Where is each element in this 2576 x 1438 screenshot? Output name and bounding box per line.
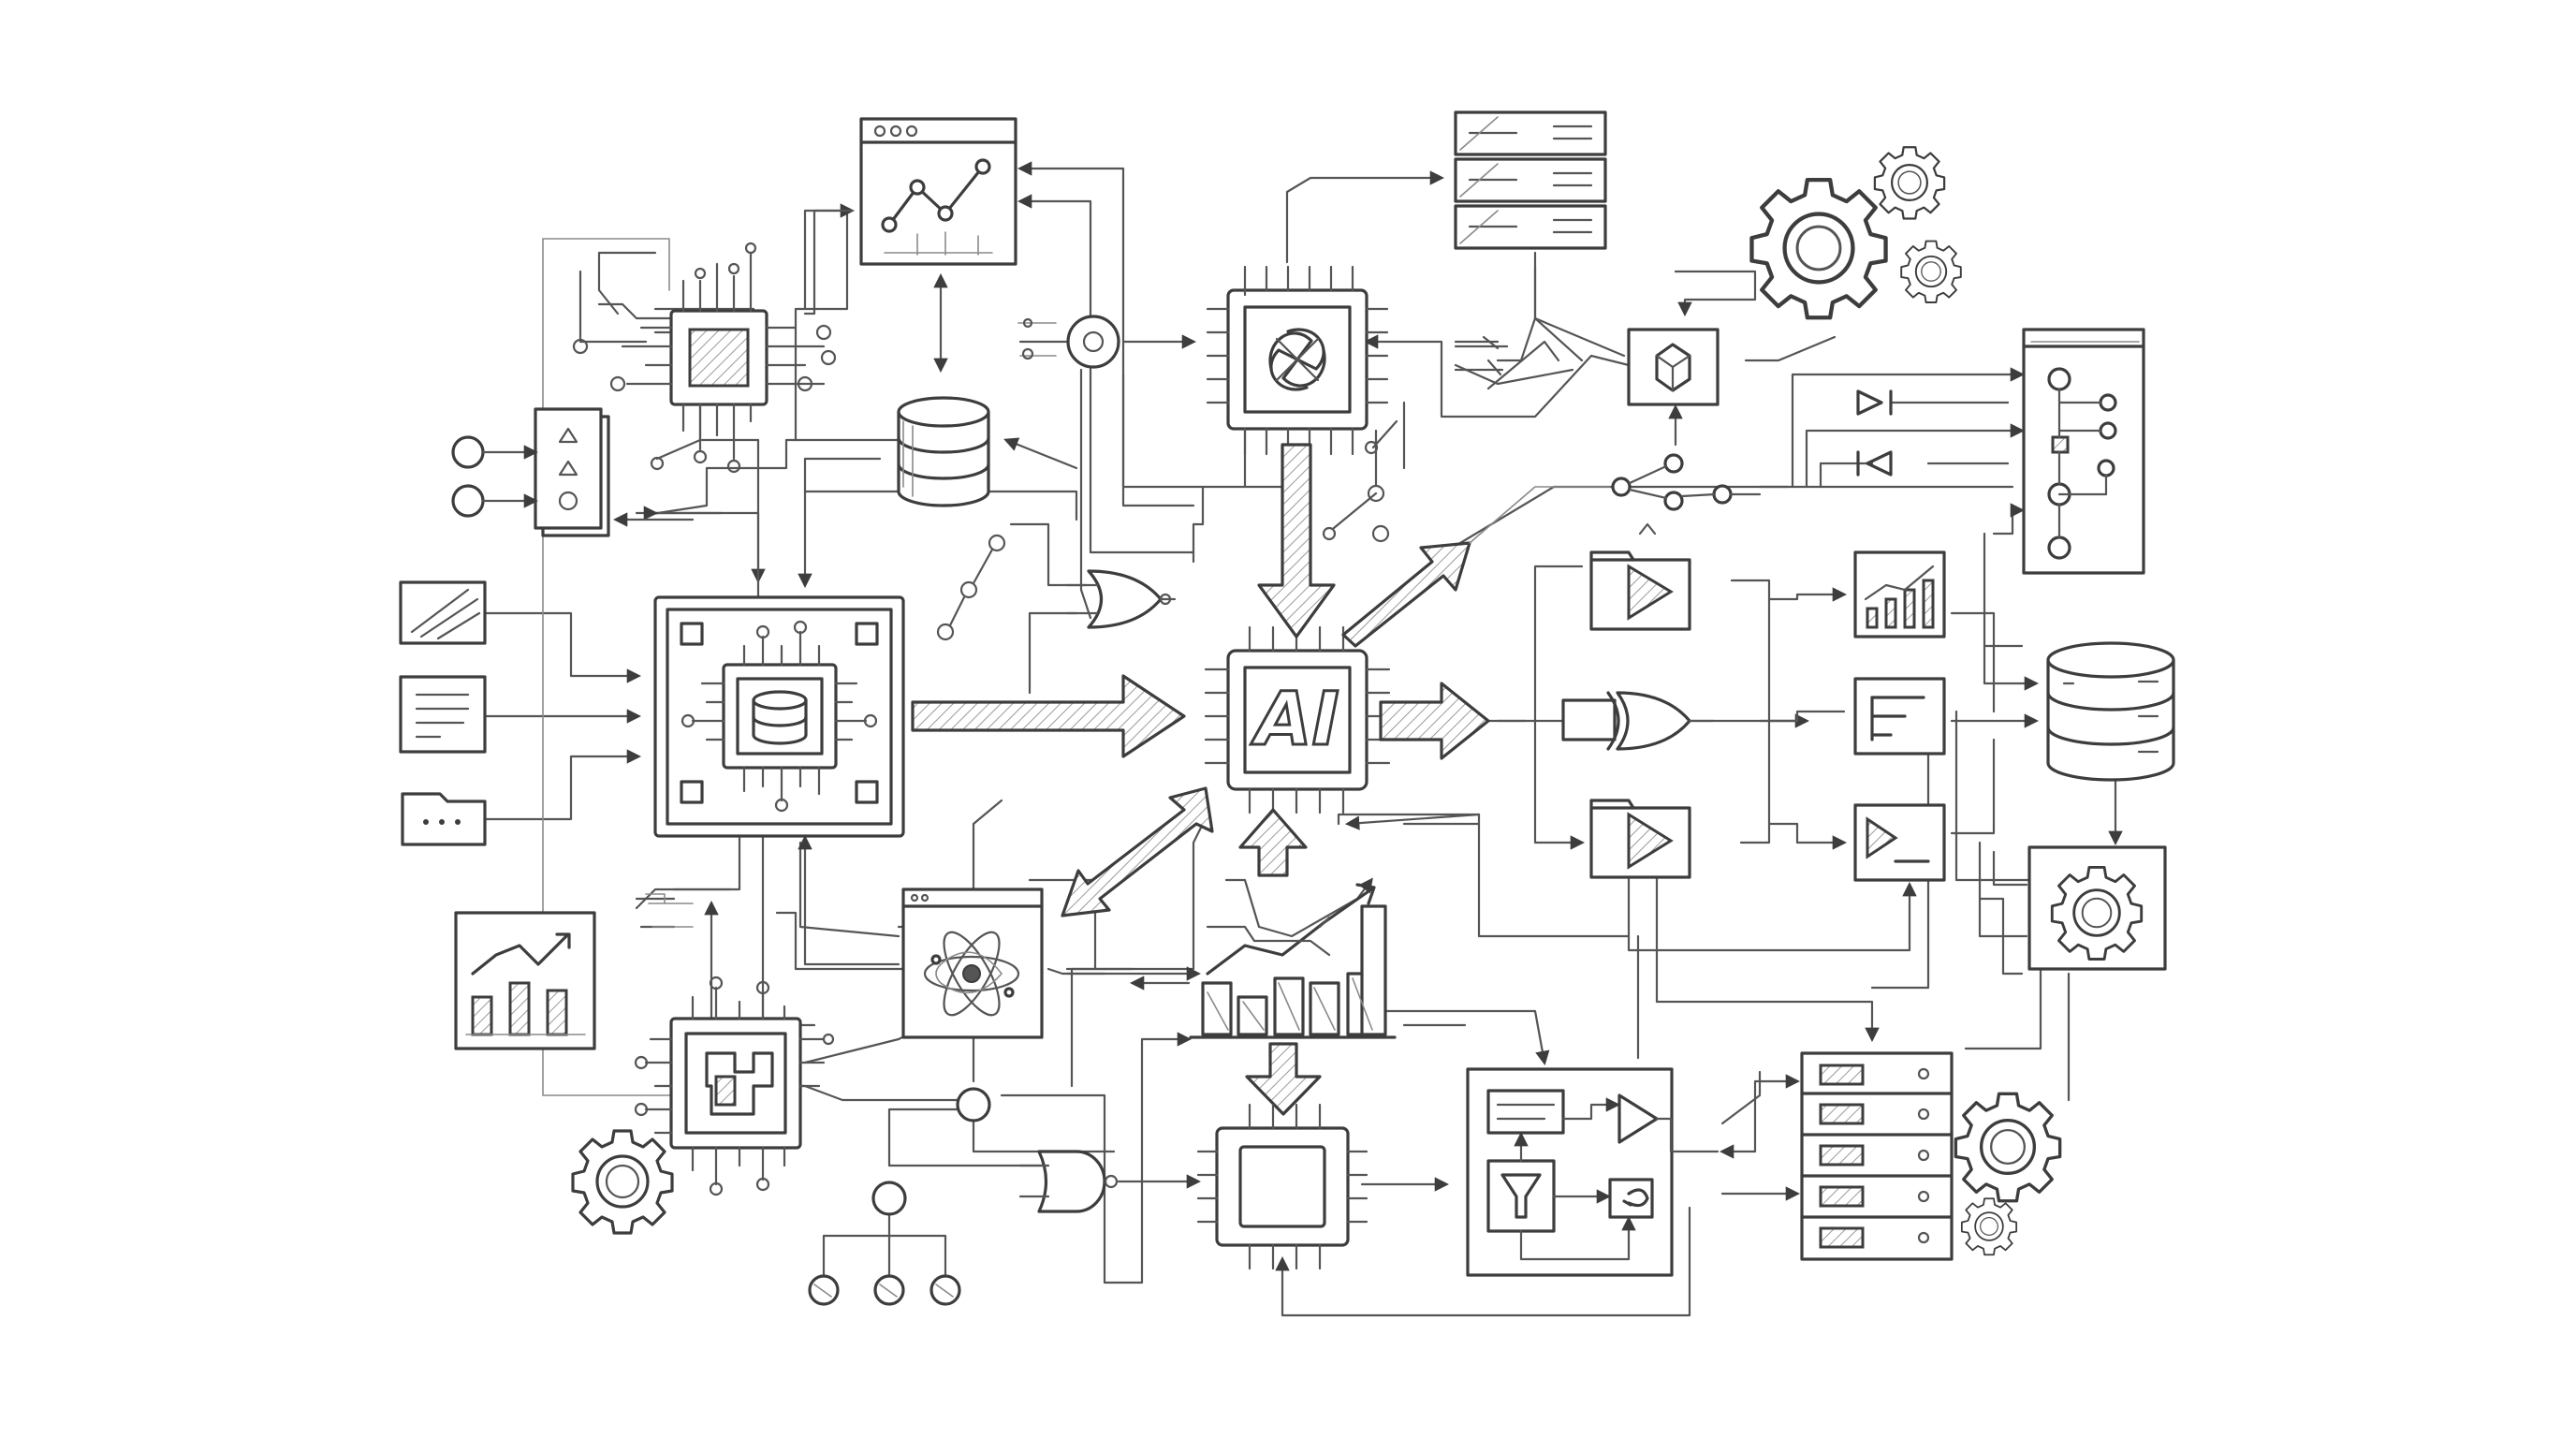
flow-module-panel	[1466, 1067, 1720, 1277]
chip-label: AI	[1250, 678, 1339, 762]
and-gate-icon	[1018, 1150, 1119, 1213]
flow-arrows	[911, 443, 1611, 1116]
central-ai-chip: AI	[1204, 625, 1391, 814]
bar-chart-icon	[454, 911, 596, 1050]
funnel-icon	[1500, 1173, 1542, 1219]
neural-network-chip	[1206, 265, 1389, 456]
cube-icon	[1627, 328, 1720, 406]
folder-icon	[401, 792, 487, 846]
node-chain-right-icon	[1611, 453, 1762, 511]
gear-icon	[571, 1129, 674, 1235]
dashboard-window-icon	[859, 117, 1017, 266]
database-icon	[897, 396, 990, 507]
server-rack-icon	[1454, 110, 1607, 250]
gear-icon	[1954, 1092, 2062, 1256]
text-output-icon	[1853, 677, 1946, 756]
database-right-icon	[2046, 641, 2175, 782]
image-input-icon	[399, 580, 487, 645]
xor-gate-icon	[1561, 691, 1715, 751]
flowchart-panel-icon	[2022, 328, 2145, 575]
shape-card-icon	[451, 407, 695, 537]
terminal-output-icon	[1853, 803, 1946, 882]
amplifier-block-top	[1589, 522, 1691, 631]
switch-icon	[1454, 335, 1560, 390]
bottom-chip	[1196, 1103, 1368, 1270]
document-icon	[399, 675, 487, 754]
sensor-node-icon	[1021, 315, 1120, 369]
diode-symbol-icon	[1856, 389, 1893, 477]
circuit-chip-icon	[634, 976, 835, 1196]
connector-lines	[485, 161, 2123, 1317]
bar-chart-small-icon	[1853, 550, 1946, 638]
gear-icon	[1751, 146, 1962, 317]
node-chain-icon	[936, 534, 1006, 641]
top-left-chip	[572, 242, 837, 474]
amplifier-block-bottom	[1589, 799, 1691, 879]
logic-gate-icon	[1009, 522, 1177, 695]
tree-hierarchy-icon	[808, 1087, 991, 1306]
atom-window-icon	[901, 888, 1044, 1039]
gear-box-icon	[1992, 845, 2167, 971]
bar-chart-center-icon	[1189, 883, 1397, 1039]
pin-connector-icon	[1322, 401, 1406, 543]
server-stack-icon	[1800, 1051, 1954, 1261]
main-processor-board	[653, 595, 905, 838]
